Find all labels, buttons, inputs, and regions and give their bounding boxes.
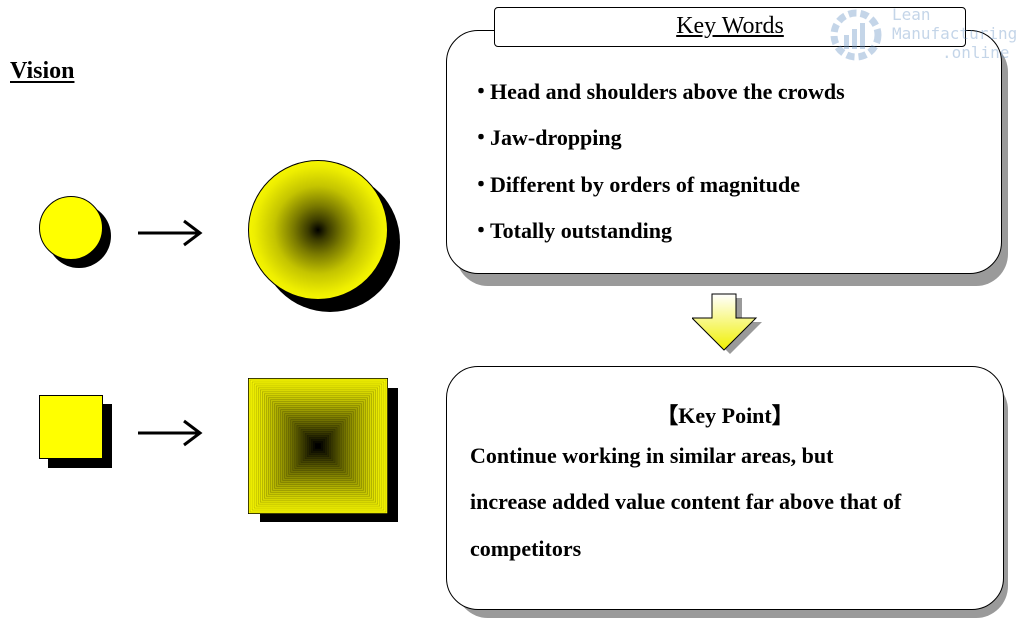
key-point-box xyxy=(446,366,1004,610)
key-point-line: Continue working in similar areas, but xyxy=(470,443,834,468)
big-gradient-square xyxy=(247,377,389,515)
right-arrow-icon xyxy=(138,418,204,448)
square-ring xyxy=(314,443,322,449)
key-word-text: Jaw-dropping xyxy=(490,125,622,150)
big-gradient-circle xyxy=(248,160,388,300)
key-point-line: increase added value content far above t… xyxy=(470,489,902,514)
down-arrow-icon xyxy=(690,292,764,361)
bullet: ・ xyxy=(470,79,493,104)
gear-chart-logo-icon xyxy=(826,5,888,70)
key-word-item: ・Totally outstanding xyxy=(470,213,672,245)
key-word-text: Different by orders of magnitude xyxy=(490,172,800,197)
bullet: ・ xyxy=(470,125,493,150)
bullet: ・ xyxy=(470,172,493,197)
bullet: ・ xyxy=(470,218,493,243)
key-word-item: ・Jaw-dropping xyxy=(470,120,622,152)
vision-title: Vision xyxy=(10,58,75,84)
key-word-item: ・Different by orders of magnitude xyxy=(470,167,800,199)
key-word-text: Head and shoulders above the crowds xyxy=(490,79,845,104)
watermark-line: Lean xyxy=(892,5,931,24)
key-point-title: 【Key Point】 xyxy=(656,403,794,428)
key-words-tab: Key Words xyxy=(494,7,966,47)
small-square xyxy=(39,395,103,459)
watermark-line: Manufacturing xyxy=(892,24,1018,43)
key-word-item: ・Head and shoulders above the crowds xyxy=(470,74,845,106)
watermark-line: .online xyxy=(942,43,1010,62)
watermark: Lean Manufacturing .online xyxy=(826,3,1022,65)
key-words-title: Key Words xyxy=(676,13,784,39)
small-circle xyxy=(39,196,103,260)
watermark-text: Lean Manufacturing .online xyxy=(892,5,1017,62)
right-arrow-icon xyxy=(138,218,204,248)
key-word-text: Totally outstanding xyxy=(490,218,672,243)
key-point-line: competitors xyxy=(470,536,582,561)
key-words-box xyxy=(446,30,1002,274)
